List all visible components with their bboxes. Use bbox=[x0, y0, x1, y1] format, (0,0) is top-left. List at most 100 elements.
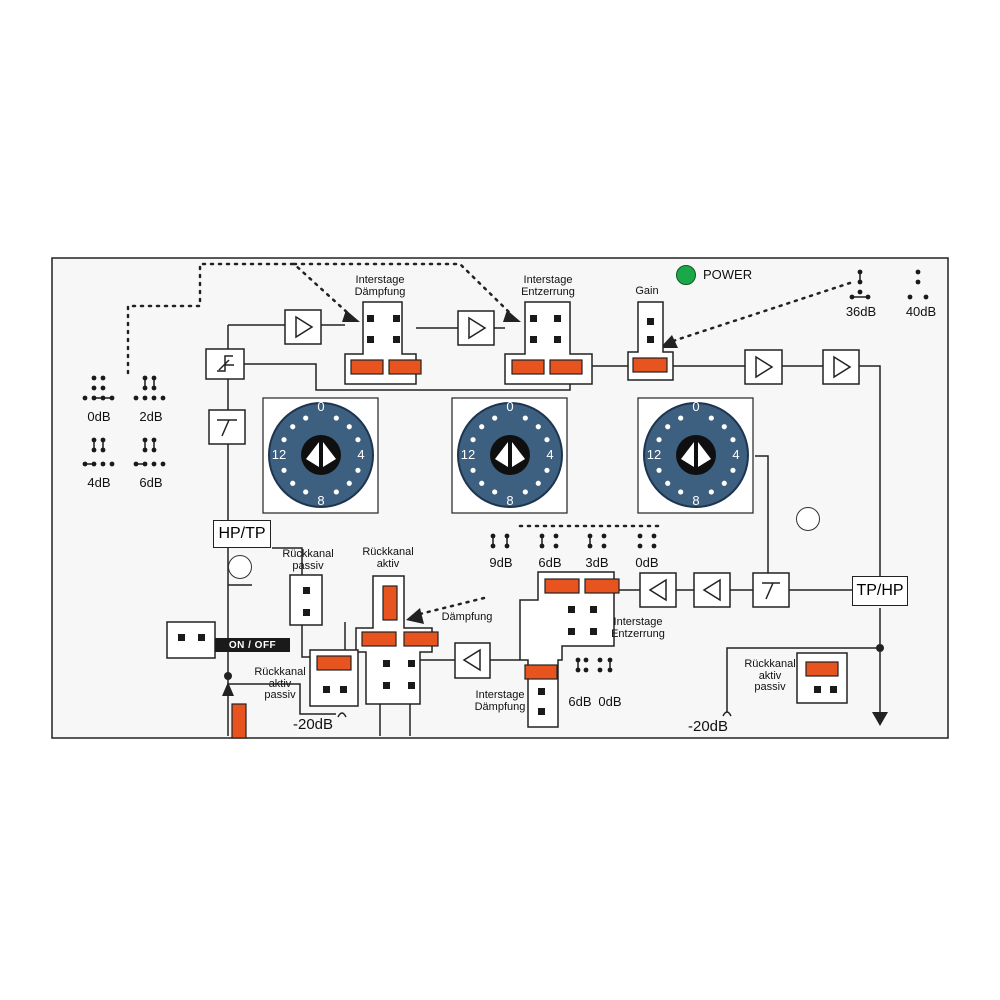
knob-tick bbox=[492, 489, 498, 495]
label-interstage-entzerrung: Interstage Entzerrung bbox=[521, 274, 575, 298]
knob-scale-label: 12 bbox=[647, 447, 661, 462]
knob-tick bbox=[678, 489, 684, 495]
label-test-point-left: -20dB bbox=[293, 716, 334, 733]
knob-tick bbox=[721, 424, 727, 430]
knob-scale-label: 8 bbox=[317, 493, 324, 508]
knob-scale-label: 0 bbox=[506, 399, 513, 414]
knob-tick bbox=[730, 467, 736, 473]
knob-tick bbox=[678, 415, 684, 421]
knob-scale-label: 8 bbox=[506, 493, 513, 508]
knob-tick bbox=[535, 424, 541, 430]
tp-hp-filter: TP/HP bbox=[852, 576, 908, 606]
knob-arrow-right bbox=[323, 442, 336, 467]
knob-arrow-left bbox=[306, 442, 319, 467]
label-2db: 2dB bbox=[139, 409, 163, 424]
knob-scale-label: 0 bbox=[692, 399, 699, 414]
knob-scale-label: 12 bbox=[461, 447, 475, 462]
knob-scale-label: 12 bbox=[272, 447, 286, 462]
orange-jumpers bbox=[231, 357, 839, 739]
knob-scale-label: 4 bbox=[546, 447, 553, 462]
knob-tick bbox=[730, 437, 736, 443]
knob-tick bbox=[470, 437, 476, 443]
label-gain-36db: 36dB bbox=[845, 304, 877, 319]
knob-arrow-left bbox=[495, 442, 508, 467]
label-0db: 0dB bbox=[87, 409, 111, 424]
label-rk-aktiv-passiv-right: Rückkanal aktiv passiv bbox=[744, 658, 796, 694]
knob-tick bbox=[492, 415, 498, 421]
test-hole-left bbox=[228, 555, 252, 579]
knob-tick bbox=[303, 489, 309, 495]
knob-tick bbox=[535, 480, 541, 486]
label-3db: 3dB bbox=[585, 555, 609, 570]
knob-slot bbox=[694, 440, 698, 470]
label-rk-aktiv-passiv-left: Rückkanal aktiv passiv bbox=[254, 666, 306, 702]
power-led bbox=[676, 265, 696, 285]
label-test-point-right: -20dB bbox=[688, 718, 729, 735]
label-rueckkanal-aktiv: Rückkanal aktiv bbox=[362, 546, 414, 570]
label-daempfung: Dämpfung bbox=[441, 611, 493, 623]
label-ret-0db: 0dB bbox=[635, 555, 659, 570]
knob-tick bbox=[665, 424, 671, 430]
knob-tick bbox=[665, 480, 671, 486]
knob-tick bbox=[355, 437, 361, 443]
hp-tp-filter: HP/TP bbox=[213, 520, 271, 548]
knob-tick bbox=[522, 489, 528, 495]
label-eq-6db: 6dB bbox=[568, 694, 592, 709]
knob-scale-label: 8 bbox=[692, 493, 699, 508]
knob-tick bbox=[290, 480, 296, 486]
label-gain: Gain bbox=[635, 285, 659, 297]
output-arrow bbox=[872, 712, 888, 726]
knob-3[interactable]: 0 4 8 12 bbox=[643, 399, 749, 508]
knob-tick bbox=[333, 415, 339, 421]
knob-arrow-right bbox=[512, 442, 525, 467]
label-power: POWER bbox=[703, 267, 753, 282]
label-rueckkanal-passiv: Rückkanal passiv bbox=[282, 548, 334, 572]
equalizers bbox=[205, 348, 790, 608]
knob-scale-label: 0 bbox=[317, 399, 324, 414]
knob-tick bbox=[544, 437, 550, 443]
label-6db: 6dB bbox=[139, 475, 163, 490]
amplifiers bbox=[284, 309, 860, 679]
on-off-switch[interactable]: ON / OFF bbox=[215, 638, 290, 652]
dotted-arrows bbox=[126, 262, 852, 616]
knob-scale-label: 4 bbox=[732, 447, 739, 462]
knob-tick bbox=[281, 467, 287, 473]
rotary-knobs: 0 4 8 12 0 4 8 12 0 4 8 12 bbox=[268, 399, 749, 508]
label-ret-6db: 6dB bbox=[538, 555, 562, 570]
jumper-pins bbox=[178, 315, 837, 715]
knob-1[interactable]: 0 4 8 12 bbox=[268, 399, 374, 508]
label-ret-interstage-entzerrung: Interstage Entzerrung bbox=[611, 616, 665, 640]
knob-tick bbox=[522, 415, 528, 421]
knob-tick bbox=[708, 489, 714, 495]
knob-slot bbox=[508, 440, 512, 470]
knob-tick bbox=[656, 467, 662, 473]
label-gain-40db: 40dB bbox=[905, 304, 937, 319]
knob-tick bbox=[333, 489, 339, 495]
knob-tick bbox=[281, 437, 287, 443]
knob-arrow-left bbox=[681, 442, 694, 467]
knob-scale-label: 4 bbox=[357, 447, 364, 462]
knob-tick bbox=[470, 467, 476, 473]
label-interstage-daempfung: Interstage Dämpfung bbox=[354, 274, 406, 298]
knob-tick bbox=[708, 415, 714, 421]
knob-tick bbox=[346, 424, 352, 430]
knob-tick bbox=[656, 437, 662, 443]
label-4db: 4dB bbox=[87, 475, 111, 490]
knob-tick bbox=[544, 467, 550, 473]
label-9db: 9dB bbox=[489, 555, 513, 570]
input-arrow bbox=[222, 682, 234, 696]
test-hole-right bbox=[796, 507, 820, 531]
knob-tick bbox=[355, 467, 361, 473]
knob-tick bbox=[303, 415, 309, 421]
label-eq-0db: 0dB bbox=[598, 694, 622, 709]
knob-tick bbox=[290, 424, 296, 430]
knob-tick bbox=[479, 480, 485, 486]
knob-tick bbox=[721, 480, 727, 486]
knob-slot bbox=[319, 440, 323, 470]
knob-tick bbox=[346, 480, 352, 486]
knob-2[interactable]: 0 4 8 12 bbox=[457, 399, 563, 508]
label-ret-interstage-daempfung: Interstage Dämpfung bbox=[474, 689, 526, 713]
knob-tick bbox=[479, 424, 485, 430]
